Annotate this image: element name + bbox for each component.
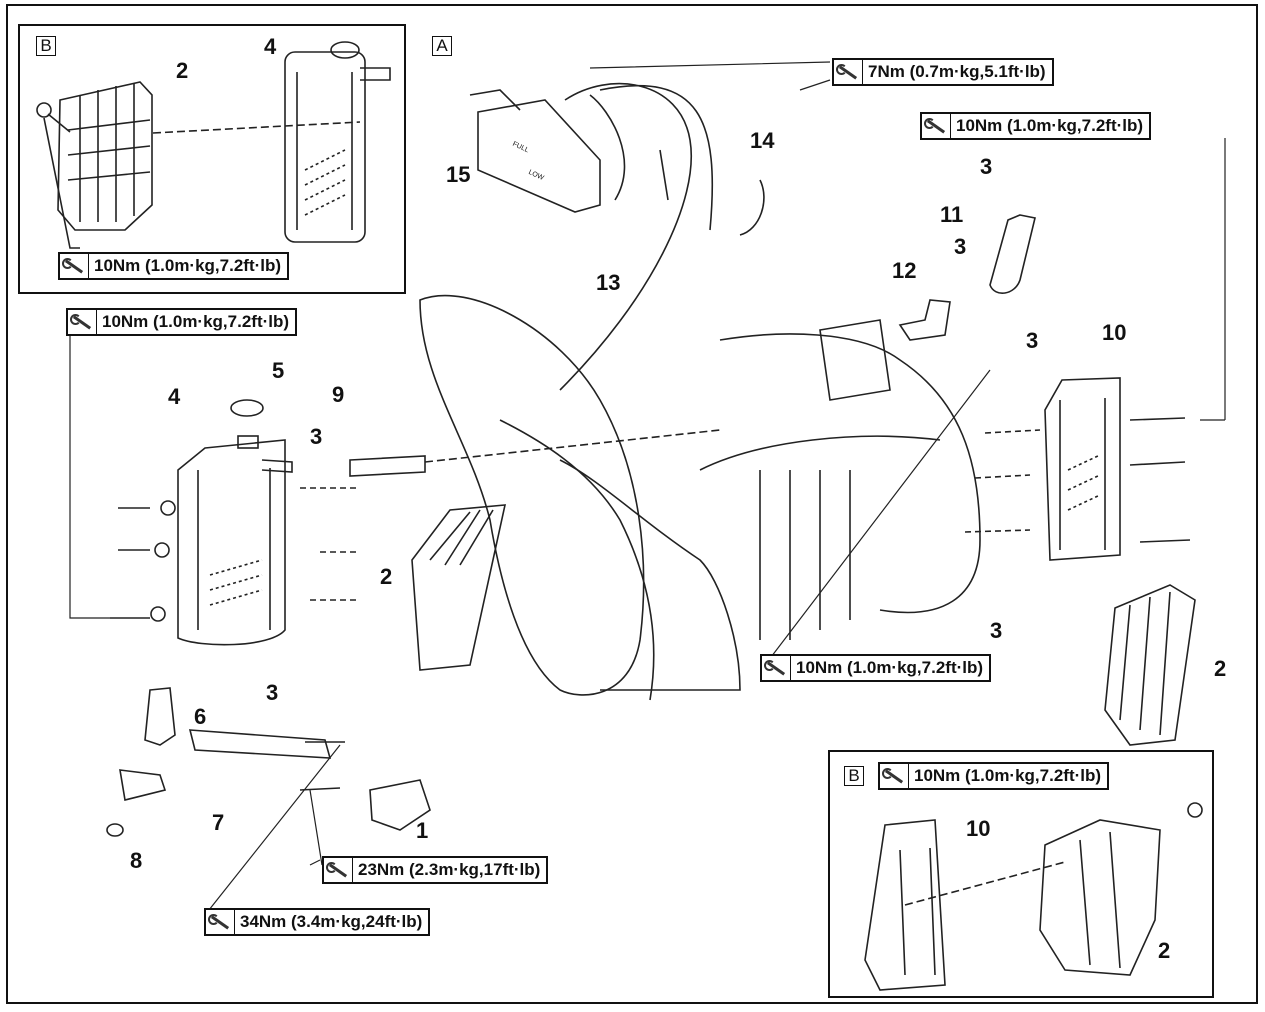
left-radiator-bolts <box>110 487 360 622</box>
torque-spec-10nm-center: 10Nm (1.0m·kg,7.2ft·lb) <box>760 654 992 682</box>
torque-spec-10nm-left: 10Nm (1.0m·kg,7.2ft·lb) <box>66 308 298 336</box>
callout-8: 8 <box>130 848 143 873</box>
upper-hose-11 <box>989 214 1036 294</box>
detail-b-right-grille <box>1039 802 1203 976</box>
callout-3: 3 <box>266 680 279 705</box>
callout-4: 4 <box>264 34 277 59</box>
section-marker-a: A <box>432 36 452 56</box>
callout-1: 1 <box>416 818 429 843</box>
callout-11: 11 <box>940 202 964 227</box>
reservoir-tank <box>469 89 601 213</box>
torque-spec-34nm: 34Nm (3.4m·kg,24ft·lb) <box>204 908 431 936</box>
callout-14: 14 <box>750 128 775 153</box>
callout-2: 2 <box>380 564 393 589</box>
callout-3: 3 <box>1026 328 1039 353</box>
joint-8 <box>106 769 167 837</box>
callout-3: 3 <box>310 424 323 449</box>
section-marker-b-bottom: B <box>844 766 864 786</box>
torque-wrench-icon <box>60 254 89 278</box>
torque-spec-10nm-right-upper: 10Nm (1.0m·kg,7.2ft·lb) <box>920 112 1152 140</box>
center-grille <box>411 504 507 671</box>
callout-4: 4 <box>168 384 181 409</box>
detail-b-left-bolt <box>36 102 80 249</box>
torque-wrench-icon <box>834 60 863 84</box>
detail-b-top-left-panel <box>18 24 406 294</box>
callout-12: 12 <box>892 258 917 283</box>
torque-wrench-icon <box>880 764 909 788</box>
torque-spec-7nm: 7Nm (0.7m·kg,5.1ft·lb) <box>832 58 1054 86</box>
overflow-hoses <box>559 82 765 391</box>
right-radiator <box>964 377 1191 561</box>
torque-leaders <box>69 61 1226 916</box>
motorcycle-frame <box>419 294 981 701</box>
callout-15: 15 <box>446 162 471 187</box>
hose-12 <box>898 299 951 341</box>
callout-6: 6 <box>194 704 207 729</box>
left-radiator <box>177 399 293 646</box>
torque-wrench-icon <box>206 910 235 934</box>
detail-b-right-radiator <box>864 819 1066 991</box>
torque-spec-23nm: 23Nm (2.3m·kg,17ft·lb) <box>322 856 549 884</box>
callout-10: 10 <box>966 816 991 841</box>
pipe-5 <box>349 429 721 477</box>
callout-2: 2 <box>176 58 189 83</box>
callout-7: 7 <box>212 810 225 835</box>
callout-10: 10 <box>1102 320 1127 345</box>
water-pump-cover <box>299 741 431 831</box>
torque-wrench-icon <box>922 114 951 138</box>
torque-wrench-icon <box>324 858 353 882</box>
callout-13: 13 <box>596 270 621 295</box>
section-marker-b-top: B <box>36 36 56 56</box>
diagram-frame <box>6 4 1258 1004</box>
pipe-7 <box>188 729 332 759</box>
lower-hose-6 <box>144 687 176 746</box>
right-grille <box>1104 584 1196 746</box>
torque-spec-10nm-detail-b-bottom: 10Nm (1.0m·kg,7.2ft·lb) <box>878 762 1110 790</box>
callout-9: 9 <box>332 382 345 407</box>
callout-2: 2 <box>1214 656 1227 681</box>
torque-wrench-icon <box>68 310 97 334</box>
callout-5: 5 <box>272 358 285 383</box>
torque-wrench-icon <box>762 656 791 680</box>
callout-2: 2 <box>1158 938 1171 963</box>
torque-spec-10nm-detail-b-top: 10Nm (1.0m·kg,7.2ft·lb) <box>58 252 290 280</box>
callout-3: 3 <box>990 618 1003 643</box>
detail-b-left-radiator <box>152 41 391 243</box>
detail-b-left-grille <box>57 81 153 231</box>
callout-3: 3 <box>980 154 993 179</box>
detail-b-bottom-right-panel <box>828 750 1214 998</box>
callout-3: 3 <box>954 234 967 259</box>
